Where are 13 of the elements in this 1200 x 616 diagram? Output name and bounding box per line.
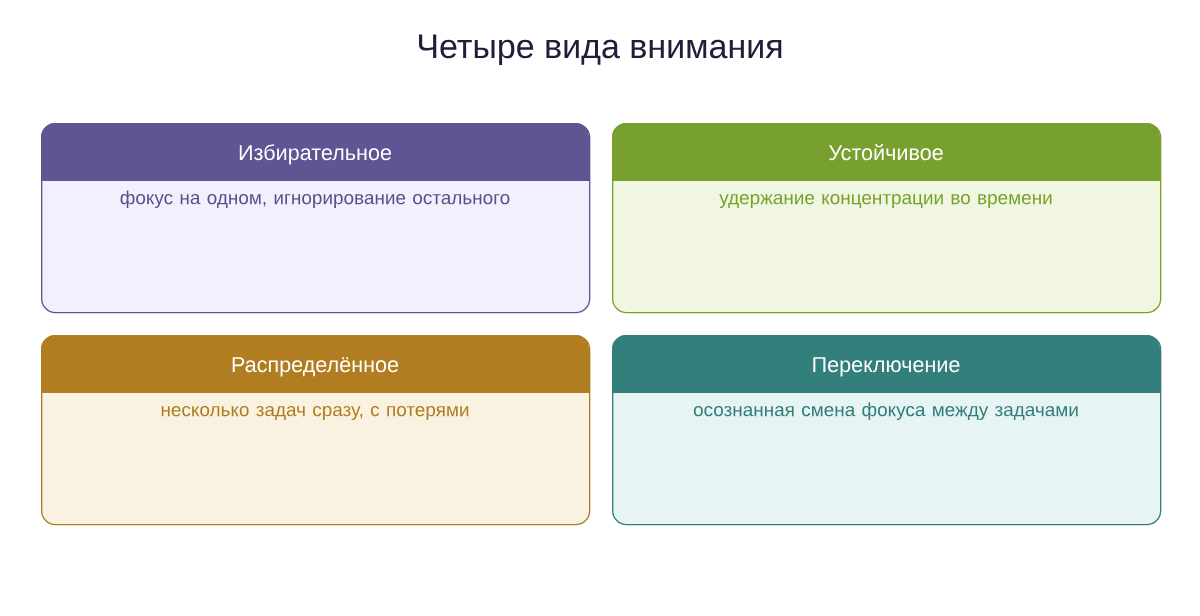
header-bar: Избирательное [41, 123, 589, 181]
card [41, 123, 591, 314]
description: фокус на одном, игнорирование остального [120, 190, 510, 209]
card [612, 123, 1162, 314]
header-bar: Переключение [612, 335, 1160, 393]
header-bar: Распределённое [41, 335, 589, 393]
description: удержание концентрации во времени [719, 193, 1052, 209]
description: осознанная смена фокуса между задачами [693, 402, 1078, 421]
title: Четыре вида внимания [419, 34, 782, 66]
card [41, 335, 591, 526]
card [612, 335, 1162, 526]
description: несколько задач сразу, с потерями [161, 405, 469, 421]
header-bar: Устойчивое [612, 123, 1160, 181]
